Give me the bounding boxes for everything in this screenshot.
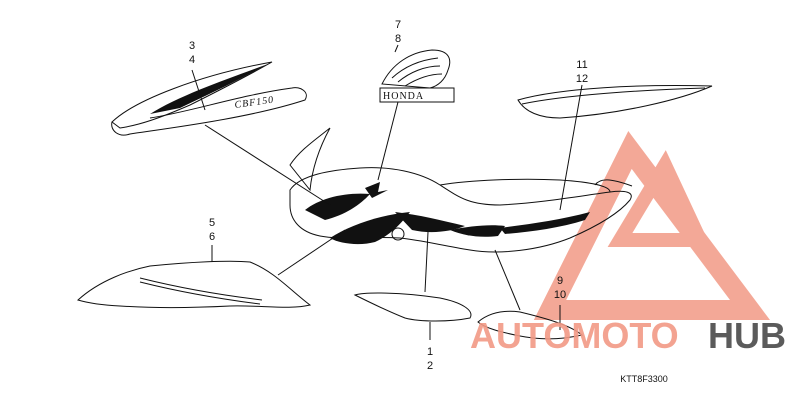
leader-lines	[191, 44, 583, 340]
part-rear-stripe	[517, 85, 713, 119]
rear-panel-black	[450, 225, 505, 237]
fuel-cap-icon	[391, 227, 405, 241]
watermark-hub: HUB	[708, 315, 786, 356]
callout-10: 10	[554, 289, 566, 301]
motorcycle-body-assembly	[289, 127, 633, 253]
part-honda-wing-emblem: HONDA	[379, 49, 455, 103]
side-decal-black	[330, 212, 410, 245]
watermark-logo	[533, 131, 770, 320]
callout-2: 2	[427, 360, 433, 372]
part-lower-decal	[353, 292, 472, 322]
seat-stripe-black	[500, 212, 590, 234]
callout-5: 5	[209, 217, 215, 229]
part-code: KTT8F3300	[620, 374, 668, 384]
watermark-inner-shape-icon	[607, 150, 711, 247]
stripe-logo-text: CBF150	[234, 95, 275, 111]
callout-12: 12	[576, 73, 588, 85]
callout-8: 8	[395, 33, 401, 45]
watermark-automoto: AUTOMOTO	[470, 315, 679, 356]
wing-plate	[379, 87, 455, 103]
callout-4: 4	[189, 54, 195, 66]
watermark-text: AUTOMOTO HUB	[470, 315, 786, 356]
callout-numbers: 3 4 7 8 11 12 5 6 1 2 9 10	[189, 19, 588, 372]
side-stripe-black	[395, 212, 465, 233]
callout-9: 9	[557, 275, 563, 287]
watermark-triangle-icon	[533, 131, 770, 320]
honda-brand-text: HONDA	[383, 91, 424, 102]
part-side-panel-decal	[77, 260, 312, 308]
callout-6: 6	[209, 231, 215, 243]
part-rear-small-decal	[477, 310, 584, 340]
part-stripe-cbf150: CBF150	[111, 61, 307, 136]
callout-3: 3	[189, 40, 195, 52]
callout-11: 11	[576, 59, 587, 71]
tank-decal-black	[305, 193, 370, 220]
wing-mark-icon	[365, 182, 388, 198]
callout-1: 1	[427, 346, 433, 358]
callout-7: 7	[395, 19, 401, 31]
